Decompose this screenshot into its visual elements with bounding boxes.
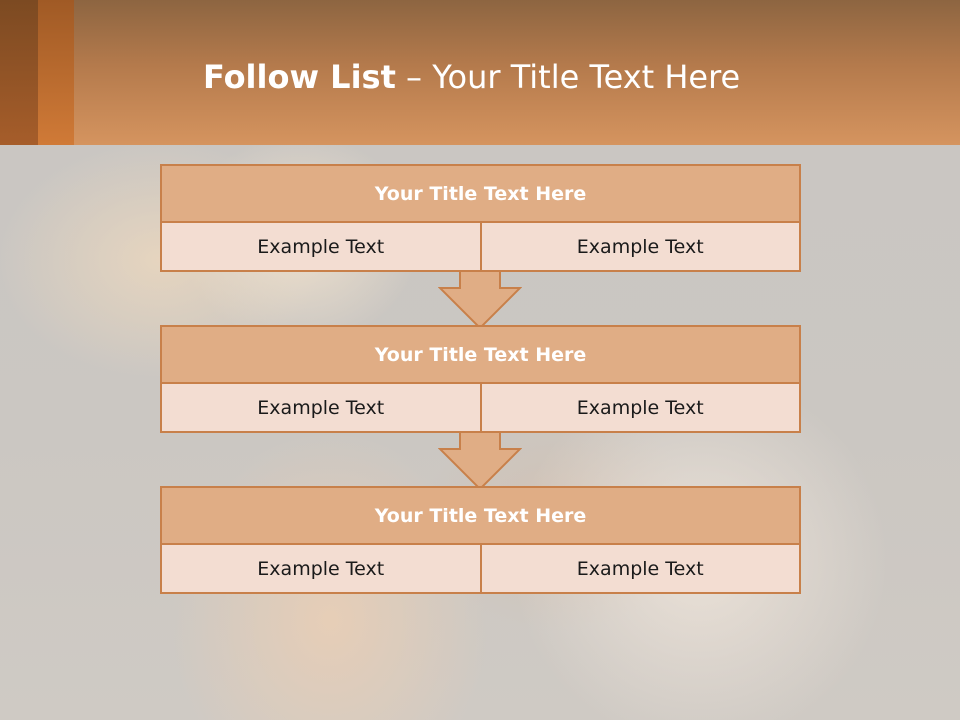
step-box-1[interactable]: Your Title Text Here Example Text Exampl… <box>160 164 801 272</box>
down-arrow-icon <box>438 431 522 491</box>
step-box-3[interactable]: Your Title Text Here Example Text Exampl… <box>160 486 801 594</box>
step-row: Example Text Example Text <box>162 545 799 592</box>
step-title: Your Title Text Here <box>162 166 799 223</box>
step-cell-left: Example Text <box>162 384 480 431</box>
step-box-2[interactable]: Your Title Text Here Example Text Exampl… <box>160 325 801 433</box>
header-accent-strip-light <box>38 0 74 145</box>
step-cell-right: Example Text <box>479 223 799 270</box>
step-title: Your Title Text Here <box>162 488 799 545</box>
step-row: Example Text Example Text <box>162 223 799 270</box>
step-cell-right: Example Text <box>479 384 799 431</box>
step-row: Example Text Example Text <box>162 384 799 431</box>
step-title: Your Title Text Here <box>162 327 799 384</box>
step-cell-left: Example Text <box>162 545 480 592</box>
slide-title[interactable]: Follow List – Your Title Text Here <box>203 55 740 99</box>
step-cell-left: Example Text <box>162 223 480 270</box>
header-accent-strip-dark <box>0 0 38 145</box>
step-cell-right: Example Text <box>479 545 799 592</box>
header-band <box>0 0 960 145</box>
slide-title-bold: Follow List <box>203 58 396 96</box>
slide-title-rest: – Your Title Text Here <box>395 58 741 96</box>
down-arrow-icon <box>438 270 522 330</box>
